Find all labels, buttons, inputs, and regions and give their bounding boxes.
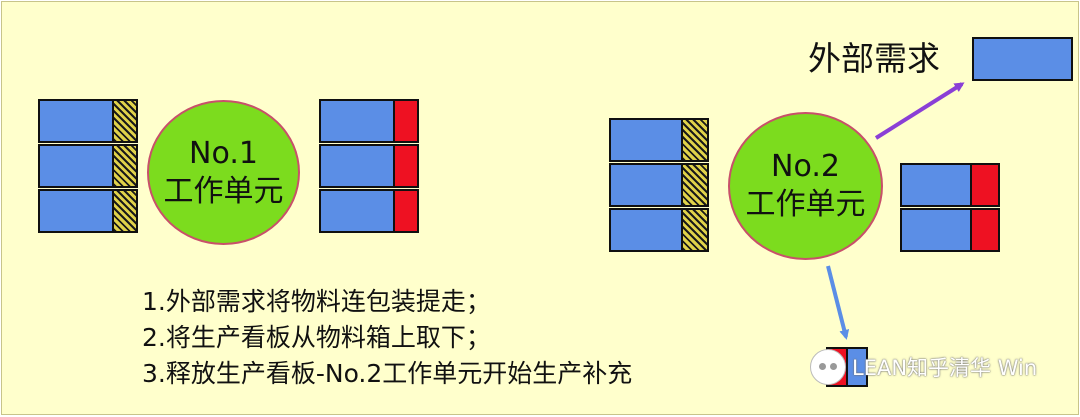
bin-withdrawal-2b bbox=[609, 163, 709, 207]
hatched-kanban-icon bbox=[112, 101, 136, 141]
wechat-icon bbox=[810, 349, 846, 385]
external-demand-bin bbox=[972, 37, 1073, 81]
bin-production-2a bbox=[900, 163, 1000, 207]
hatched-kanban-icon bbox=[681, 210, 707, 250]
bin-production-1a bbox=[319, 99, 419, 143]
work-cell-no1-title: 工作单元 bbox=[163, 173, 284, 209]
red-kanban-icon bbox=[970, 165, 998, 205]
work-cell-no1: No.1 工作单元 bbox=[147, 100, 300, 245]
work-cell-no2: No.2 工作单元 bbox=[728, 112, 883, 260]
red-kanban-icon bbox=[970, 210, 998, 250]
step-1: 1.外部需求将物料连包装提走； bbox=[142, 287, 491, 316]
bin-withdrawal-1b bbox=[38, 144, 138, 188]
bin-withdrawal-1c bbox=[38, 189, 138, 233]
bin-withdrawal-2a bbox=[609, 118, 709, 162]
steps-list: 1.外部需求将物料连包装提走； 2.将生产看板从物料箱上取下； 3.释放生产看板… bbox=[142, 284, 632, 392]
red-kanban-icon bbox=[393, 191, 417, 231]
hatched-kanban-icon bbox=[681, 165, 707, 205]
red-kanban-icon bbox=[393, 101, 417, 141]
bin-production-1b bbox=[319, 144, 419, 188]
step-3: 3.释放生产看板-No.2工作单元开始生产补充 bbox=[142, 359, 633, 388]
bin-withdrawal-2c bbox=[609, 208, 709, 252]
work-cell-no1-number: No.1 bbox=[189, 135, 258, 171]
external-demand-label: 外部需求 bbox=[808, 39, 940, 78]
hatched-kanban-icon bbox=[112, 191, 136, 231]
hatched-kanban-icon bbox=[681, 120, 707, 160]
hatched-kanban-icon bbox=[112, 146, 136, 186]
demand-arrow bbox=[874, 82, 965, 140]
work-cell-no2-title: 工作单元 bbox=[745, 187, 866, 222]
bin-withdrawal-1a bbox=[38, 99, 138, 143]
bin-production-2b bbox=[900, 208, 1000, 252]
work-cell-no2-number: No.2 bbox=[771, 149, 840, 184]
step-2: 2.将生产看板从物料箱上取下； bbox=[142, 323, 491, 352]
red-kanban-icon bbox=[393, 146, 417, 186]
replenish-arrow bbox=[826, 265, 850, 340]
bin-production-1c bbox=[319, 189, 419, 233]
watermark: LEAN知乎清华 Win bbox=[810, 349, 1037, 385]
watermark-text: LEAN知乎清华 Win bbox=[852, 356, 1038, 380]
